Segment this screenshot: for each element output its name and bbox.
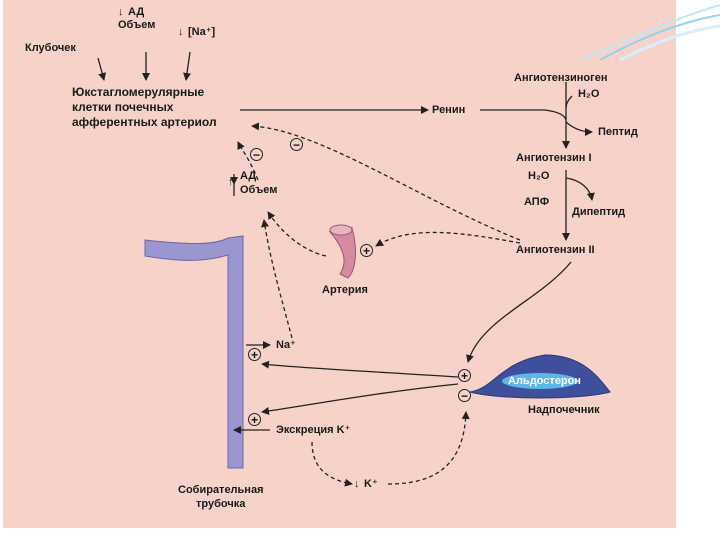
collecting-tubule <box>144 235 244 469</box>
label-jga-2: клетки почечных <box>72 100 174 114</box>
label-k-plus: K⁺ <box>364 478 378 490</box>
down-arrow-icon: ↓ <box>118 6 124 18</box>
plus-sign-icon: + <box>248 348 261 361</box>
label-ad-mid: АД <box>240 170 257 182</box>
minus-sign-icon: − <box>458 389 471 402</box>
label-apf: АПФ <box>524 196 550 208</box>
diagram-panel <box>3 0 676 528</box>
label-h2o-1: H₂O <box>578 88 600 100</box>
label-renin: Ренин <box>432 104 466 116</box>
plus-sign-icon: + <box>458 369 471 382</box>
label-na-top: [Na⁺] <box>188 26 216 38</box>
minus-sign-icon: − <box>250 148 263 161</box>
label-obem-top: Объем <box>118 19 156 31</box>
label-nadpochechnik: Надпочечник <box>528 404 600 416</box>
label-ekskreciya: Экскреция K⁺ <box>276 424 351 436</box>
label-obem-mid: Объем <box>240 184 278 196</box>
label-peptid: Пептид <box>598 126 638 138</box>
label-aldosteron: Альдостерон <box>508 375 581 387</box>
label-dipeptid: Дипептид <box>572 206 626 218</box>
label-h2o-2: H₂O <box>528 170 550 182</box>
label-arteria: Артерия <box>322 284 368 296</box>
label-angiotensin-1: Ангиотензин I <box>516 152 592 164</box>
label-jga-3: афферентных артериол <box>72 115 217 129</box>
down-arrow-icon: ↓ <box>354 478 360 490</box>
label-klubochek: Клубочек <box>25 42 76 54</box>
plus-sign-icon: + <box>248 413 261 426</box>
up-arrow-icon: ↑ <box>228 176 234 188</box>
plus-sign-icon: + <box>360 244 373 257</box>
artery-shape <box>328 226 356 279</box>
label-sobiratelnaya-1: Собирательная <box>178 484 264 496</box>
corner-decoration <box>579 4 720 60</box>
label-angiotensinogen: Ангиотензиноген <box>514 72 608 84</box>
label-na-plus: Na⁺ <box>276 339 296 351</box>
minus-sign-icon: − <box>290 138 303 151</box>
label-jga-1: Юкстагломерулярные <box>72 85 205 99</box>
label-ad-top: АД <box>128 6 145 18</box>
label-sobiratelnaya-2: трубочка <box>196 498 246 510</box>
label-angiotensin-2: Ангиотензин II <box>516 244 595 256</box>
down-arrow-icon: ↓ <box>178 26 184 38</box>
